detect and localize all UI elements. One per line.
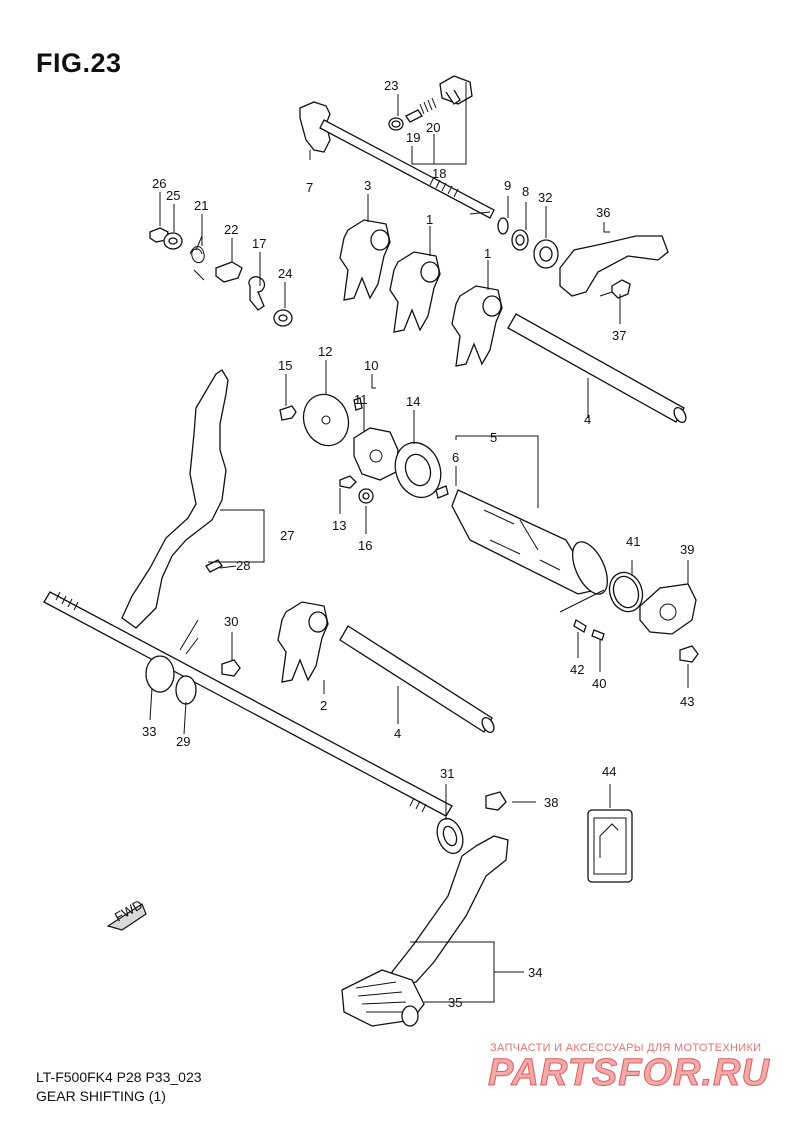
callout-37: 37 <box>612 328 626 343</box>
callout-29: 29 <box>176 734 190 749</box>
callout-41: 41 <box>626 534 640 549</box>
callout-35: 35 <box>448 995 462 1010</box>
callout-1b: 1 <box>484 246 491 261</box>
part-shift-drum-shaft <box>299 101 495 219</box>
callout-43: 43 <box>680 694 694 709</box>
callout-17: 17 <box>252 236 266 251</box>
callout-30: 30 <box>224 614 238 629</box>
callout-36: 36 <box>596 205 610 220</box>
watermark-caption: ЗАПЧАСТИ И АКСЕССУАРЫ ДЛЯ МОТОТЕХНИКИ <box>490 1042 762 1054</box>
callout-9: 9 <box>504 178 511 193</box>
leader-lines <box>149 82 689 1003</box>
callout-8: 8 <box>522 184 529 199</box>
callout-34: 34 <box>528 965 542 980</box>
callout-4a: 4 <box>584 412 591 427</box>
callout-32: 32 <box>538 190 552 205</box>
callout-21: 21 <box>194 198 208 213</box>
callout-14: 14 <box>406 394 420 409</box>
callout-3: 3 <box>364 178 371 193</box>
callout-38: 38 <box>544 795 558 810</box>
callout-1a: 1 <box>426 212 433 227</box>
part-shift-forks-upper <box>339 219 503 367</box>
callout-27: 27 <box>280 528 294 543</box>
callout-28: 28 <box>236 558 250 573</box>
part-gear-position-switch <box>559 571 699 663</box>
callout-39: 39 <box>680 542 694 557</box>
direction-arrow: FWD <box>106 897 147 931</box>
callout-24: 24 <box>278 266 292 281</box>
callout-33: 33 <box>142 724 156 739</box>
part-fork-shaft-upper <box>507 313 687 424</box>
callout-18: 18 <box>432 166 446 181</box>
callout-26: 26 <box>152 176 166 191</box>
callout-23: 23 <box>384 78 398 93</box>
callout-15: 15 <box>278 358 292 373</box>
model-code: LT-F500FK4 P28 P33_023 <box>36 1069 202 1085</box>
callout-10: 10 <box>364 358 378 373</box>
part-gear-shift-arm <box>121 369 229 629</box>
callout-40: 40 <box>592 676 606 691</box>
callout-31: 31 <box>440 766 454 781</box>
figure-title: FIG.23 <box>36 48 122 78</box>
watermark-brand[interactable]: PARTSFOR.RU <box>488 1052 770 1095</box>
callout-12: 12 <box>318 344 332 359</box>
callout-13: 13 <box>332 518 346 533</box>
part-drum-stopper-assy <box>279 393 442 504</box>
callout-42: 42 <box>570 662 584 677</box>
callout-16: 16 <box>358 538 372 553</box>
part-plug-spring-set <box>388 75 473 131</box>
callout-11: 11 <box>354 392 368 407</box>
callout-4b: 4 <box>394 726 401 741</box>
callout-20: 20 <box>426 120 440 135</box>
part-shift-cam-set <box>497 217 669 299</box>
callout-5: 5 <box>490 430 497 445</box>
part-stopper-spring-set <box>149 227 293 327</box>
callout-19: 19 <box>406 130 420 145</box>
callout-44: 44 <box>602 764 616 779</box>
callout-22: 22 <box>224 222 238 237</box>
part-shift-fork-lower <box>277 601 495 734</box>
part-gear-shift-shaft <box>43 591 453 817</box>
callout-6: 6 <box>452 450 459 465</box>
callout-7: 7 <box>306 180 313 195</box>
part-gearshift-lever <box>341 791 509 1027</box>
callout-25: 25 <box>166 188 180 203</box>
part-gear-shift-drum <box>435 485 608 595</box>
callout-labels: 7 23 19 20 18 3 1 1 9 8 32 36 37 26 25 2… <box>142 78 694 1010</box>
figure-name: GEAR SHIFTING (1) <box>36 1088 166 1104</box>
part-label-icon <box>587 809 633 883</box>
callout-2: 2 <box>320 698 327 713</box>
